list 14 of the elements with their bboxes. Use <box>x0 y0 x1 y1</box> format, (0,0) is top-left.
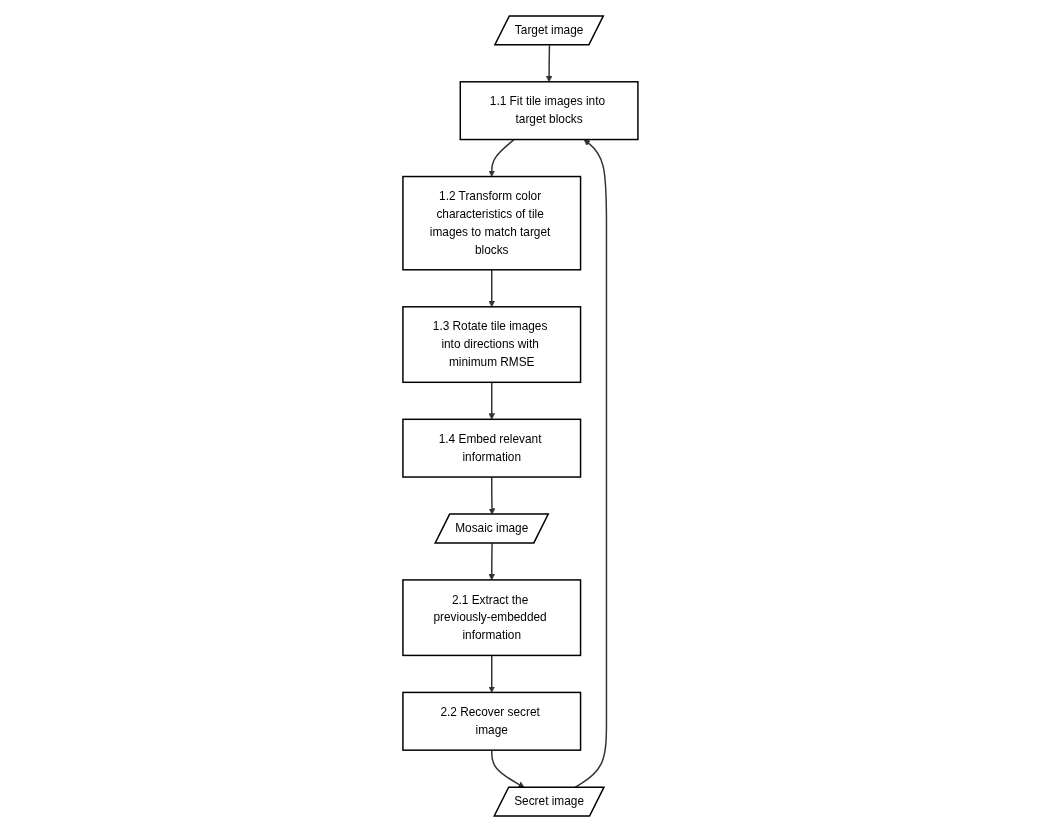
node-box: 2.1 Extract the previously-embedded information <box>402 579 582 657</box>
arrow <box>488 476 496 515</box>
arrow <box>488 654 496 693</box>
node-box: 1.3 Rotate tile images into directions with minimum RMSE <box>402 306 582 384</box>
arrow <box>488 269 496 308</box>
node-box: 1.1 Fit tile images into target blocks <box>459 81 639 141</box>
arrow <box>488 138 515 177</box>
arrow <box>545 44 553 83</box>
node-box: 2.2 Recover secret image <box>402 691 582 751</box>
node-box: 1.4 Embed relevant information <box>402 418 582 478</box>
node-box: 1.2 Transform color characteristics of tile images to match target blocks <box>402 175 582 271</box>
arrow <box>488 542 496 581</box>
arrow <box>491 749 525 788</box>
arrow <box>488 381 496 420</box>
